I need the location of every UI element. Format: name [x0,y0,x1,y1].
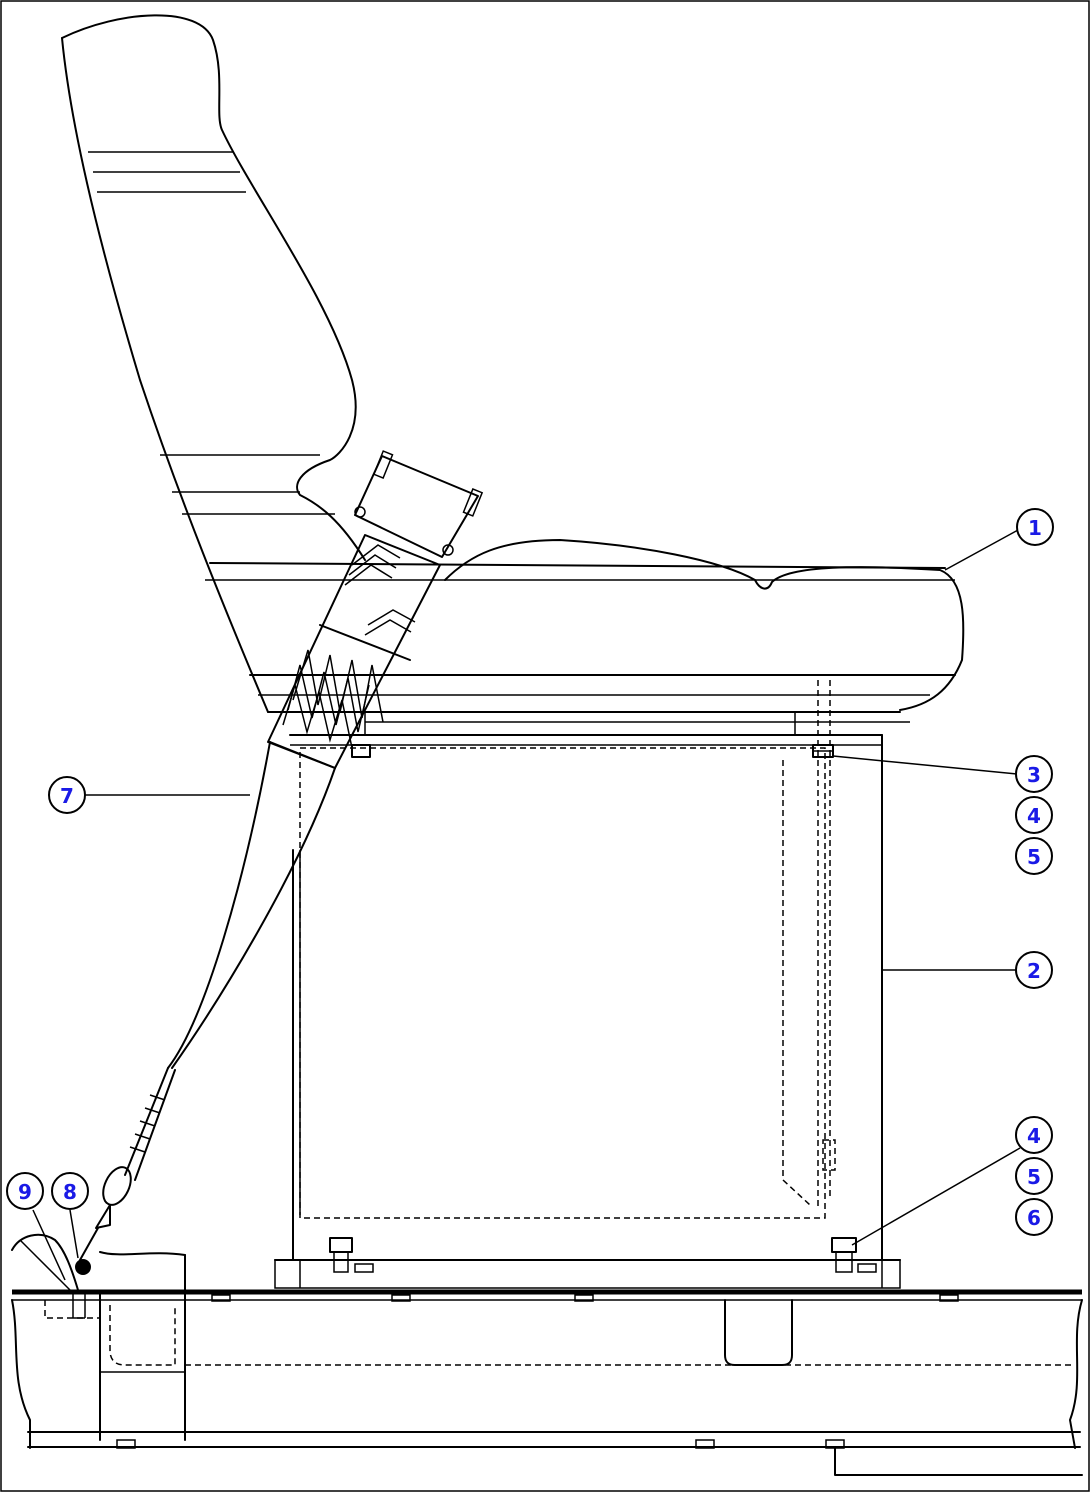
fastener-bottom-left [329,1237,374,1273]
callout-1: 1 [1016,508,1054,546]
seat-base-box [274,680,901,1289]
callout-4-lower: 4 [1015,1116,1053,1154]
callout-8-label: 8 [63,1180,77,1204]
left-floor-hatch [19,1239,71,1291]
callout-5-upper: 5 [1015,837,1053,875]
fastener-top-right [812,744,834,758]
left-floor-bump [11,1233,79,1291]
callout-2: 2 [1015,951,1053,989]
seat-backrest [61,14,366,713]
callout-8: 8 [51,1172,89,1210]
callout-7-label: 7 [60,784,74,808]
callout-4-upper: 4 [1015,796,1053,834]
seat-belt-strap [167,534,441,1069]
callout-6-label: 6 [1027,1206,1041,1230]
callout-5-lower-label: 5 [1027,1165,1041,1189]
callout-4-upper-label: 4 [1027,804,1041,828]
callout-4-lower-label: 4 [1027,1124,1041,1148]
seat-belt-retractor [354,450,484,558]
callout-9: 9 [6,1172,44,1210]
anchor-bracket [99,1251,186,1441]
seat-belt-buckle [72,1067,176,1319]
callout-3: 3 [1015,755,1053,793]
callout-7: 7 [48,776,86,814]
callout-1-label: 1 [1028,516,1042,540]
base-hidden-outline [299,747,826,1219]
callout-6: 6 [1015,1198,1053,1236]
callout-5-upper-label: 5 [1027,845,1041,869]
leader-lines [32,529,1021,1281]
anchor-bolt [75,1259,91,1275]
callout-9-label: 9 [18,1180,32,1204]
seat-cushion [205,539,965,735]
callout-2-label: 2 [1027,959,1041,983]
fastener-top-left [351,744,371,758]
callout-5-lower: 5 [1015,1157,1053,1195]
callout-3-label: 3 [1027,763,1041,787]
fastener-bottom-right [831,1237,877,1273]
floor-frame [11,1289,1083,1476]
